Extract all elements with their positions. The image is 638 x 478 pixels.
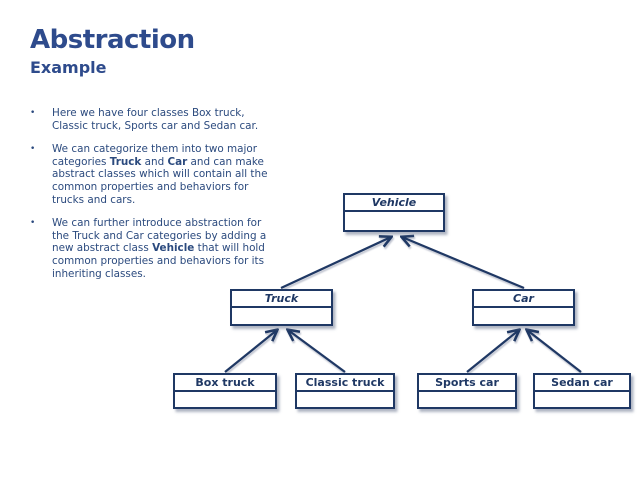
class-name-label: Classic truck	[297, 375, 393, 392]
bullet-list: • Here we have four classes Box truck, Cl…	[30, 107, 276, 291]
class-box-sports-car: Sports car	[417, 373, 517, 409]
bullet-item: • We can categorize them into two major c…	[30, 143, 276, 206]
bullet-text: We can categorize them into two major ca…	[52, 143, 268, 206]
class-box-vehicle: Vehicle	[343, 193, 445, 232]
slide-title: Abstraction	[30, 25, 195, 55]
bullet-item: • We can further introduce abstraction fo…	[30, 217, 276, 280]
bullet-marker: •	[30, 108, 36, 118]
slide-subtitle: Example	[30, 57, 107, 77]
class-box-box-truck: Box truck	[173, 373, 277, 409]
inheritance-arrow-truck-to-vehicle	[280, 237, 391, 289]
class-name-label: Sports car	[419, 375, 515, 392]
slide-header: Abstraction Example	[30, 26, 195, 77]
class-members-compartment	[345, 212, 443, 230]
class-members-compartment	[535, 392, 629, 407]
class-name-label: Vehicle	[345, 195, 443, 212]
class-name-label: Car	[474, 291, 573, 308]
bullet-marker: •	[30, 218, 36, 229]
inheritance-arrow-sports-car-to-car	[466, 330, 519, 373]
class-box-car: Car	[472, 289, 575, 326]
class-members-compartment	[474, 308, 573, 324]
class-members-compartment	[419, 392, 515, 407]
bullet-text: Here we have four classes Box truck, Cla…	[52, 107, 259, 132]
class-box-truck: Truck	[230, 289, 333, 326]
bullet-item: • Here we have four classes Box truck, Cl…	[30, 107, 276, 132]
inheritance-arrow-box-truck-to-truck	[224, 330, 277, 373]
inheritance-arrow-classic-truck-to-truck	[288, 330, 346, 373]
class-name-label: Box truck	[175, 375, 275, 392]
class-name-label: Sedan car	[535, 375, 629, 392]
class-box-sedan-car: Sedan car	[533, 373, 631, 409]
class-members-compartment	[232, 308, 331, 324]
class-members-compartment	[175, 392, 275, 407]
inheritance-arrow-sedan-car-to-car	[527, 330, 582, 373]
inheritance-arrow-car-to-vehicle	[402, 237, 525, 290]
class-box-classic-truck: Classic truck	[295, 373, 395, 409]
class-name-label: Truck	[232, 291, 331, 308]
bullet-text: We can further introduce abstraction for…	[52, 217, 267, 280]
bullet-marker: •	[30, 144, 36, 155]
class-members-compartment	[297, 392, 393, 407]
